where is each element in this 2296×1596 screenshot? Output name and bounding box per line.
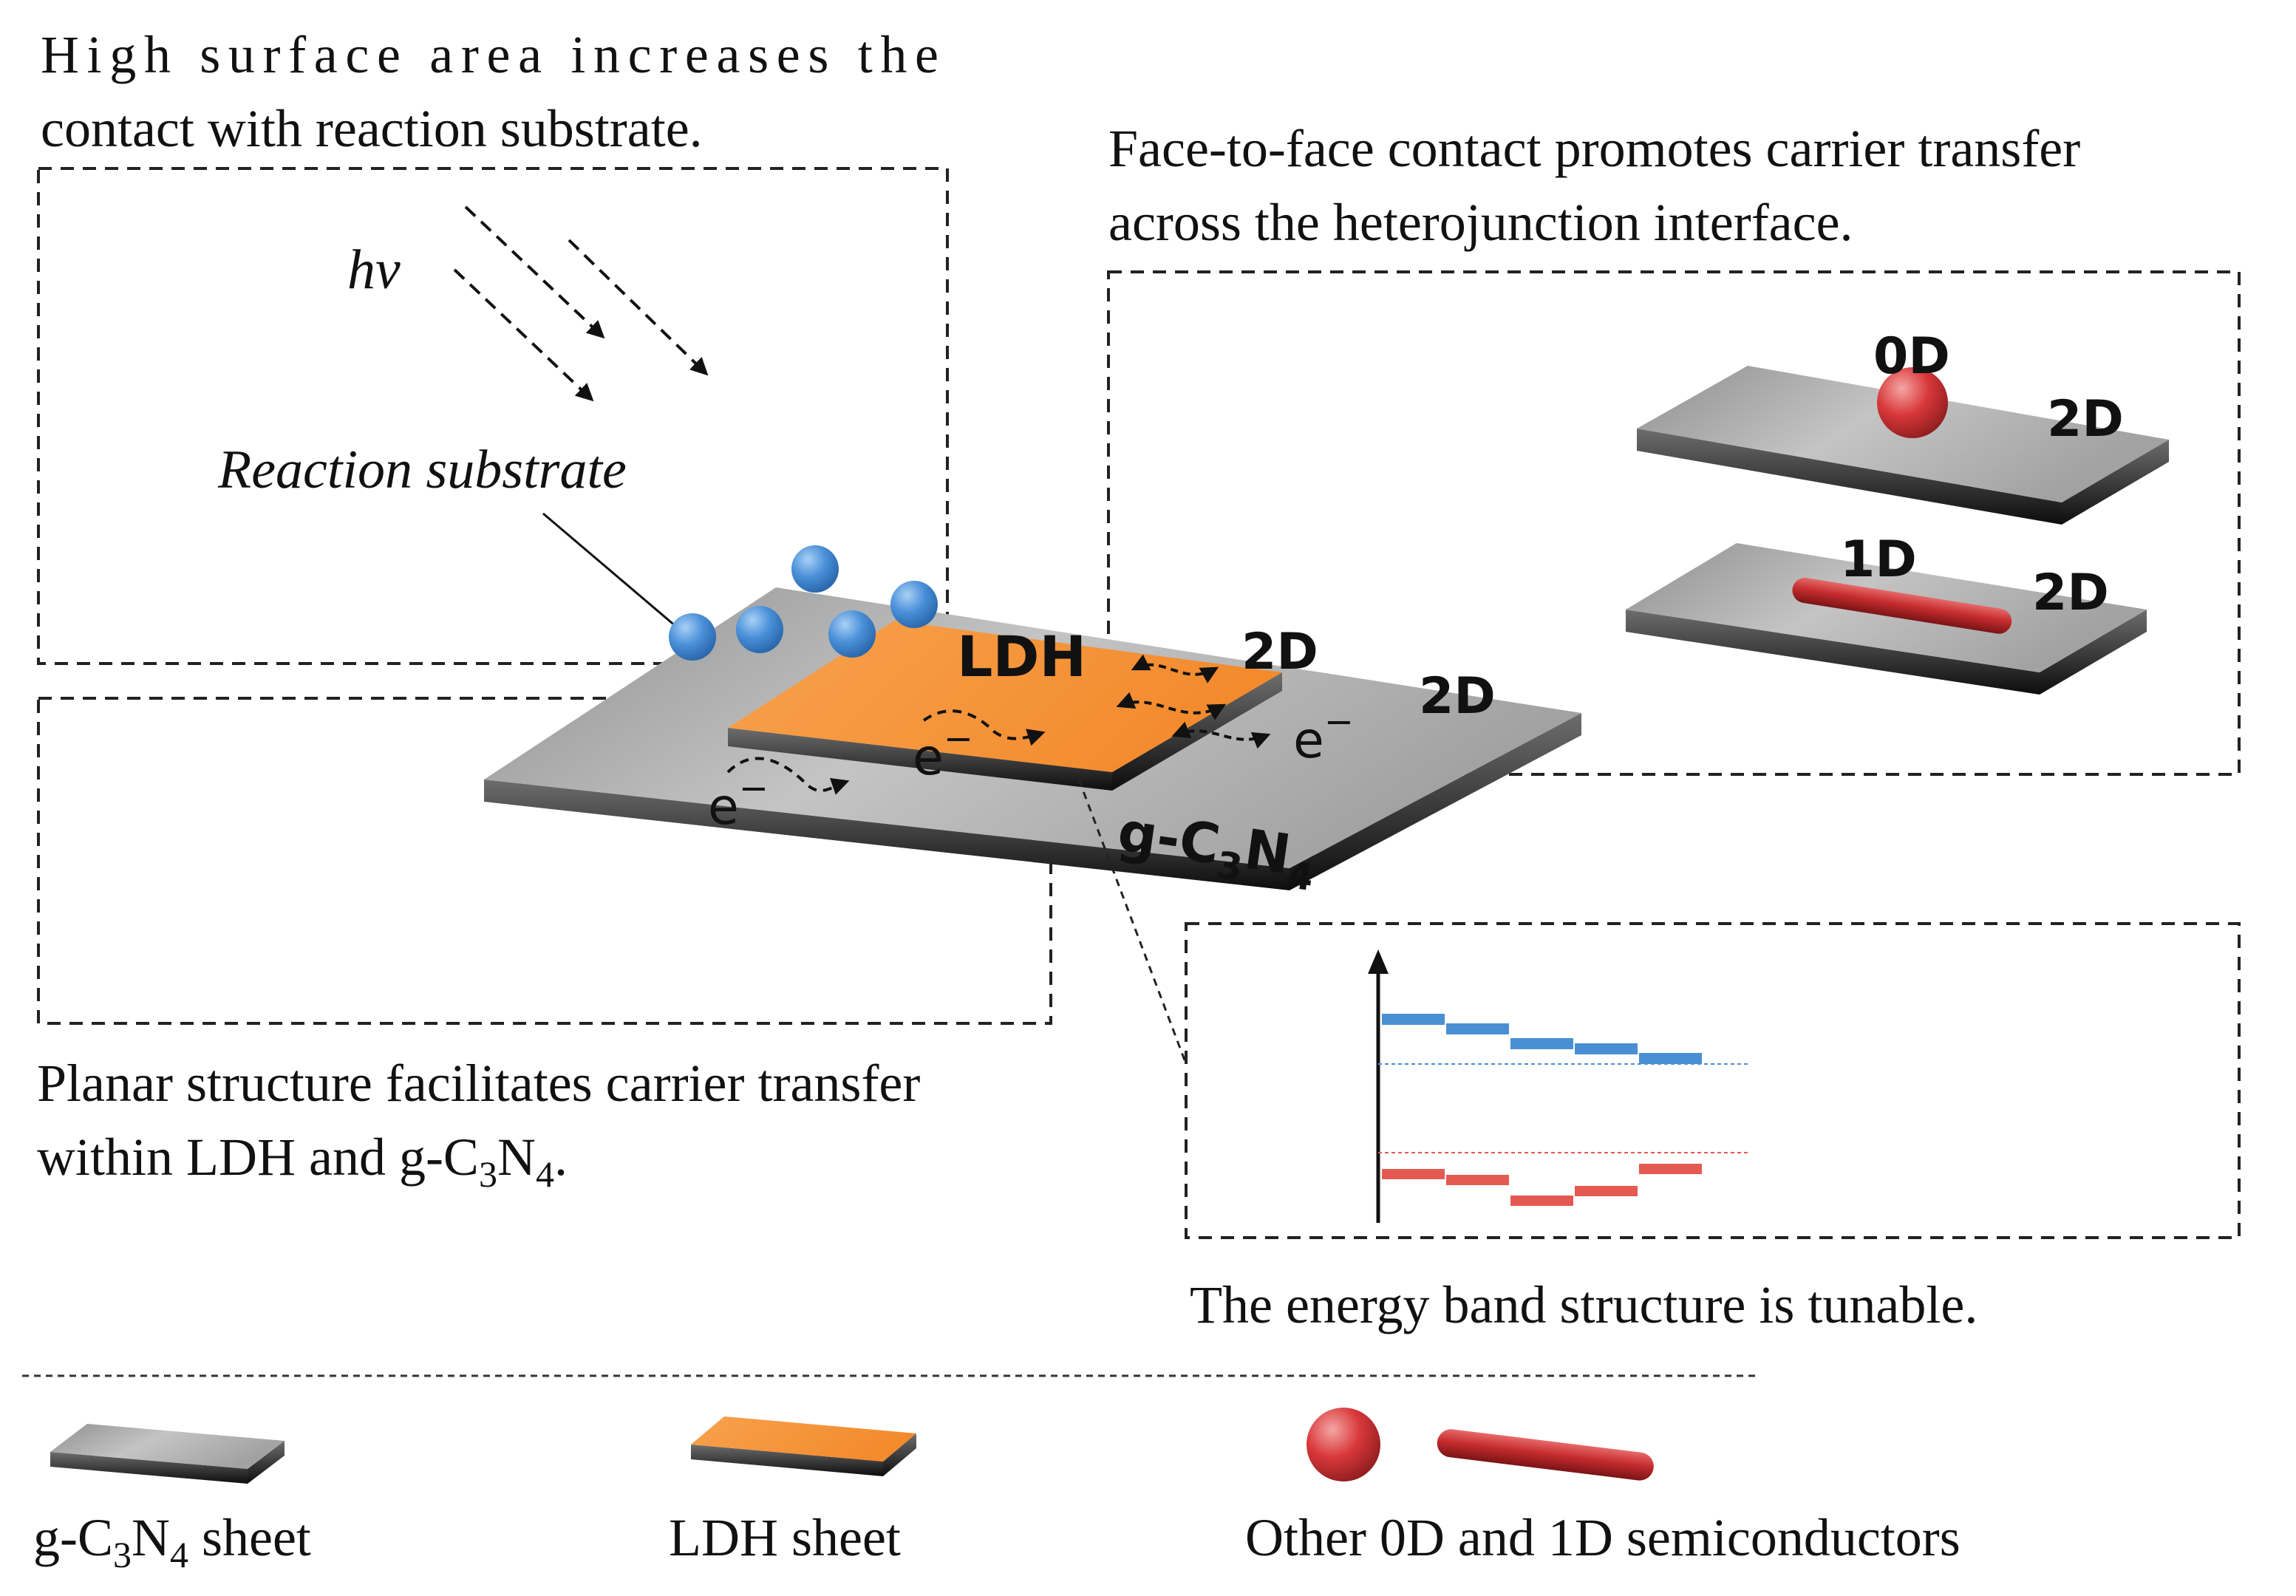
reaction-substrate-pointer — [542, 512, 677, 628]
caption-surface-line1: High surface area increases the — [41, 25, 939, 84]
legend-gcn-edge-front — [50, 1452, 248, 1484]
ldh-label: LDH — [957, 624, 1086, 689]
caption-planar-line1: Planar structure facilitates carrier tra… — [37, 1054, 920, 1113]
substrate-sphere-1 — [791, 545, 839, 593]
frame-face-contact — [1107, 270, 2241, 776]
caption-face-contact: Face-to-face contact promotes carrier tr… — [1108, 119, 2080, 252]
substrate-spheres — [669, 545, 938, 661]
legend-gcn-sheet: g-C3N4 sheet — [33, 1424, 311, 1575]
vb-level-2 — [1446, 1175, 1509, 1185]
gcn-dim-label: 2D — [1419, 667, 1496, 726]
vb-level-3 — [1510, 1196, 1573, 1206]
caption-planar: Planar structure facilitates carrier tra… — [37, 1054, 920, 1195]
ldh-dim-label: 2D — [1241, 623, 1318, 681]
composite-1d-2d: 1D 2D — [1626, 531, 2147, 695]
legend-ldh-edge-side — [883, 1433, 916, 1476]
frame-band-structure — [1185, 922, 2241, 1239]
vb-level-5 — [1639, 1164, 1702, 1174]
legend-ldh-top — [691, 1416, 916, 1462]
caption-surface-area: High surface area increases the contact … — [41, 25, 939, 158]
vb-level-4 — [1575, 1186, 1638, 1196]
vb-level-1 — [1382, 1169, 1445, 1179]
light-ray-3 — [453, 268, 594, 402]
sheet-0d-edge-front — [1637, 429, 2062, 525]
electron-label-interface: e− — [1293, 701, 1354, 770]
electron-label-ldh: e− — [913, 718, 973, 787]
cb-level-1 — [1382, 1014, 1445, 1025]
legend-ldh-sheet: LDH sheet — [669, 1416, 916, 1567]
gcn-sheet-edge-side — [1290, 713, 1581, 890]
electron-paths — [726, 709, 1046, 795]
light-rays — [453, 205, 709, 402]
legend-other-label: Other 0D and 1D semiconductors — [1245, 1508, 1961, 1567]
substrate-sphere-3 — [669, 613, 716, 661]
sheet-0d-edge-side — [2062, 440, 2169, 525]
legend-gcn-edge-side — [248, 1441, 285, 1484]
caption-surface-line2: contact with reaction substrate. — [41, 99, 703, 158]
caption-planar-line2: within LDH and g-C3N4. — [37, 1128, 568, 1195]
interface-arrow-3 — [1171, 721, 1271, 749]
caption-band-structure: The energy band structure is tunable. — [1190, 1275, 1978, 1334]
band-diagram — [1368, 949, 1748, 1223]
caption-face-line1: Face-to-face contact promotes carrier tr… — [1108, 119, 2080, 178]
legend-ldh-edge-front — [691, 1445, 883, 1476]
gcn-label: g-C3N4 — [1113, 800, 1321, 900]
sheet-1d-edge-side — [2040, 610, 2147, 695]
substrate-sphere-5 — [828, 610, 876, 658]
zero-d-sphere — [1877, 367, 1948, 438]
legend-gcn-top — [50, 1424, 285, 1469]
light-ray-2 — [568, 239, 709, 376]
electron-label-gcn: e− — [708, 768, 769, 836]
reaction-substrate-label: Reaction substrate — [217, 440, 627, 500]
cb-level-2 — [1446, 1023, 1509, 1034]
energy-axis-arrowhead — [1368, 949, 1389, 974]
interface-arrows — [1116, 654, 1271, 749]
composite-0d-2d: 0D 2D — [1637, 327, 2169, 525]
light-ray-1 — [464, 205, 605, 339]
substrate-sphere-4 — [736, 606, 783, 653]
ldh-sheet-edge-front — [728, 728, 1112, 791]
legend-ldh-label: LDH sheet — [669, 1508, 901, 1567]
one-d-rod — [1792, 578, 2012, 634]
legend-rod-icon — [1437, 1429, 1654, 1481]
cb-level-4 — [1575, 1043, 1638, 1054]
band-pointer-line — [1077, 779, 1188, 1065]
conduction-band-levels — [1382, 1014, 1702, 1064]
interface-arrow-2 — [1116, 692, 1227, 720]
caption-face-line2: across the heterojunction interface. — [1108, 193, 1853, 252]
two-d-bottom-label: 2D — [2032, 564, 2109, 622]
legend-gcn-label: g-C3N4 sheet — [33, 1508, 311, 1575]
two-d-top-label: 2D — [2047, 390, 2124, 449]
dashed-frames — [37, 167, 2241, 1239]
cb-level-3 — [1510, 1038, 1573, 1049]
zero-d-label: 0D — [1873, 327, 1950, 386]
legend-sphere-icon — [1307, 1408, 1380, 1481]
frame-surface-area — [37, 167, 949, 665]
cb-level-5 — [1639, 1053, 1702, 1064]
electron-path-gcn — [726, 757, 850, 795]
one-d-rod-body — [1792, 578, 2012, 634]
gcn-sheet-edge-front — [484, 780, 1290, 890]
sheet-1d-edge-front — [1626, 610, 2040, 695]
legend-other-semiconductors: Other 0D and 1D semiconductors — [1245, 1408, 1961, 1567]
interface-arrow-1 — [1131, 654, 1219, 683]
legend-rod-body — [1437, 1429, 1654, 1481]
electron-path-ldh — [922, 709, 1046, 746]
valence-band-levels — [1382, 1164, 1702, 1206]
substrate-sphere-2 — [890, 581, 938, 628]
one-d-label: 1D — [1840, 531, 1917, 589]
hv-label: hv — [347, 239, 401, 301]
